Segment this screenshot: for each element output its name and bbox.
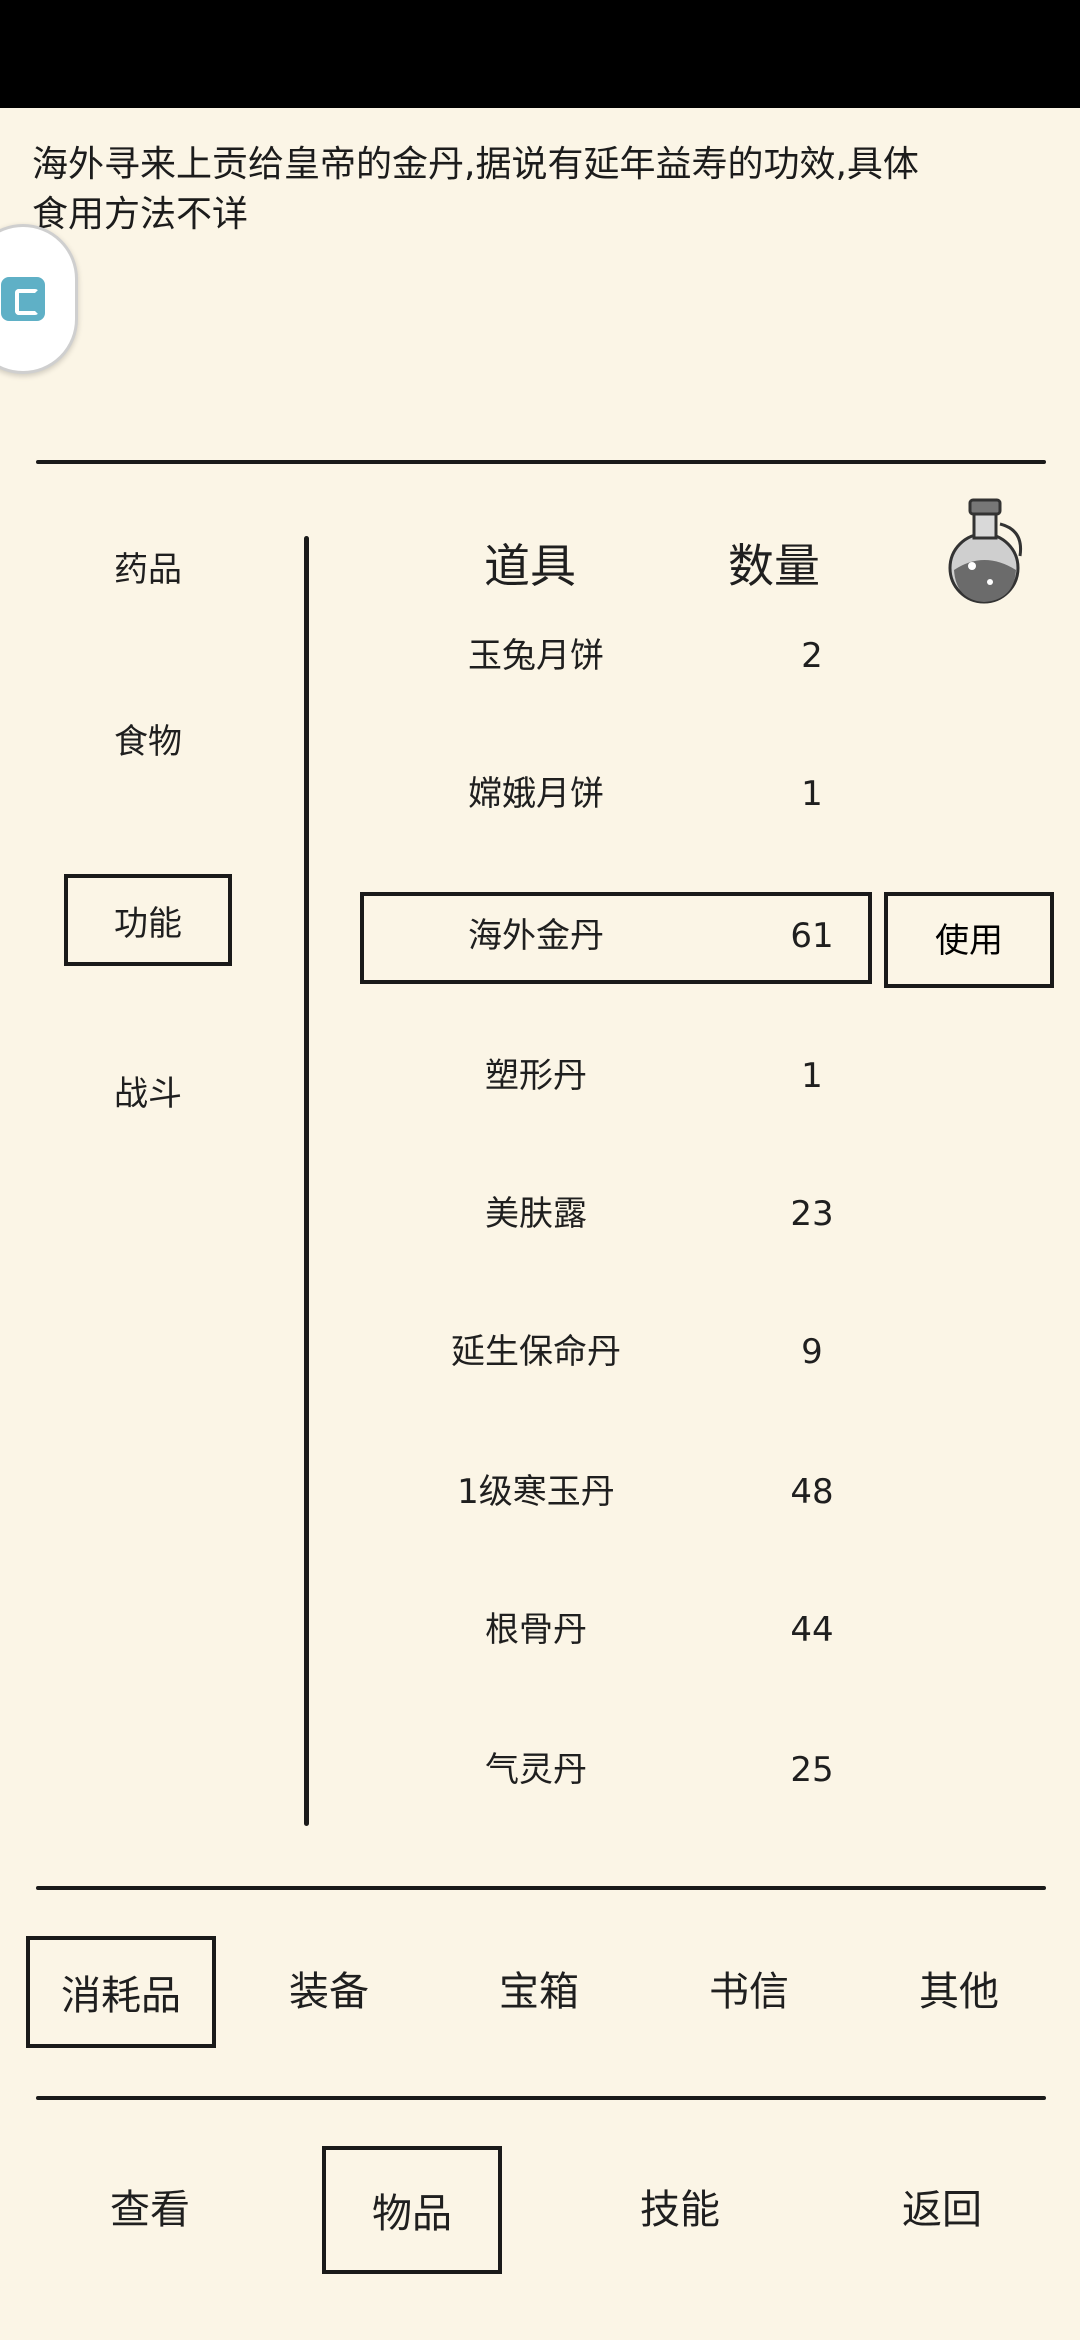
potion-flask-icon: [948, 498, 1023, 604]
nav-label: 技能: [640, 2187, 720, 2233]
table-row[interactable]: 嫦娥月饼 1: [360, 748, 870, 840]
tab-consumables[interactable]: 消耗品: [26, 1936, 216, 2048]
nav-view[interactable]: 查看: [60, 2146, 240, 2274]
item-name: 1级寒玉丹: [457, 1472, 615, 1512]
table-row-selected[interactable]: 海外金丹 61: [360, 890, 870, 982]
nav-items[interactable]: 物品: [322, 2146, 502, 2274]
item-description: 海外寻来上贡给皇帝的金丹,据说有延年益寿的功效,具体 食用方法不详: [32, 140, 1032, 240]
item-quantity: 2: [801, 636, 823, 676]
item-quantity: 9: [801, 1332, 823, 1372]
table-row[interactable]: 塑形丹 1: [360, 1030, 870, 1122]
tab-label: 宝箱: [499, 1969, 579, 2015]
item-name: 塑形丹: [485, 1056, 587, 1096]
tab-other[interactable]: 其他: [864, 1936, 1054, 2048]
tab-treasure-chest[interactable]: 宝箱: [444, 1936, 634, 2048]
item-quantity: 25: [790, 1750, 834, 1790]
item-name: 根骨丹: [485, 1610, 587, 1650]
item-quantity: 1: [801, 774, 823, 814]
tab-label: 消耗品: [61, 1973, 181, 2019]
sidebar-item-function[interactable]: 功能: [64, 874, 232, 966]
tab-label: 其他: [919, 1969, 999, 2015]
item-quantity: 1: [801, 1056, 823, 1096]
floating-assistant-button[interactable]: [0, 224, 78, 374]
tab-label: 装备: [289, 1969, 369, 2015]
item-name: 海外金丹: [468, 916, 604, 956]
item-name: 嫦娥月饼: [468, 774, 604, 814]
sidebar-item-medicine[interactable]: 药品: [64, 524, 232, 616]
divider-top: [36, 460, 1046, 464]
tab-label: 书信: [709, 1969, 789, 2015]
app-floating-icon: [1, 277, 45, 321]
item-name: 玉兔月饼: [468, 636, 604, 676]
table-row[interactable]: 气灵丹 25: [360, 1724, 870, 1816]
tab-letters[interactable]: 书信: [654, 1936, 844, 2048]
sidebar-item-label: 战斗: [114, 1074, 182, 1114]
description-line-2: 食用方法不详: [32, 194, 249, 235]
item-quantity: 23: [790, 1194, 834, 1234]
item-quantity: 44: [790, 1610, 834, 1650]
column-header-quantity: 数量: [728, 539, 820, 593]
sidebar-item-battle[interactable]: 战斗: [64, 1048, 232, 1140]
nav-skills[interactable]: 技能: [590, 2146, 770, 2274]
table-row[interactable]: 1级寒玉丹 48: [360, 1446, 870, 1538]
divider-bottom: [36, 2096, 1046, 2100]
description-line-1: 海外寻来上贡给皇帝的金丹,据说有延年益寿的功效,具体: [32, 144, 919, 185]
item-name: 延生保命丹: [451, 1332, 621, 1372]
sidebar-item-label: 功能: [114, 904, 182, 944]
tab-equipment[interactable]: 装备: [234, 1936, 424, 2048]
item-name: 美肤露: [485, 1194, 587, 1234]
item-quantity: 61: [790, 916, 834, 956]
sidebar-divider: [304, 536, 309, 1826]
sidebar-item-label: 药品: [114, 550, 182, 590]
table-row[interactable]: 根骨丹 44: [360, 1584, 870, 1676]
column-header-item: 道具: [484, 539, 576, 593]
nav-label: 物品: [372, 2191, 452, 2237]
use-button[interactable]: 使用: [884, 892, 1054, 988]
table-row[interactable]: 延生保命丹 9: [360, 1306, 870, 1398]
sidebar-item-food[interactable]: 食物: [64, 696, 232, 788]
divider-middle: [36, 1886, 1046, 1890]
selected-row-highlight: [360, 892, 872, 984]
nav-back[interactable]: 返回: [852, 2146, 1032, 2274]
status-bar: [0, 0, 1080, 108]
nav-label: 返回: [902, 2187, 982, 2233]
nav-label: 查看: [110, 2187, 190, 2233]
item-quantity: 48: [790, 1472, 834, 1512]
table-row[interactable]: 玉兔月饼 2: [360, 610, 870, 702]
item-name: 气灵丹: [485, 1750, 587, 1790]
table-row[interactable]: 美肤露 23: [360, 1168, 870, 1260]
sidebar-item-label: 食物: [114, 722, 182, 762]
